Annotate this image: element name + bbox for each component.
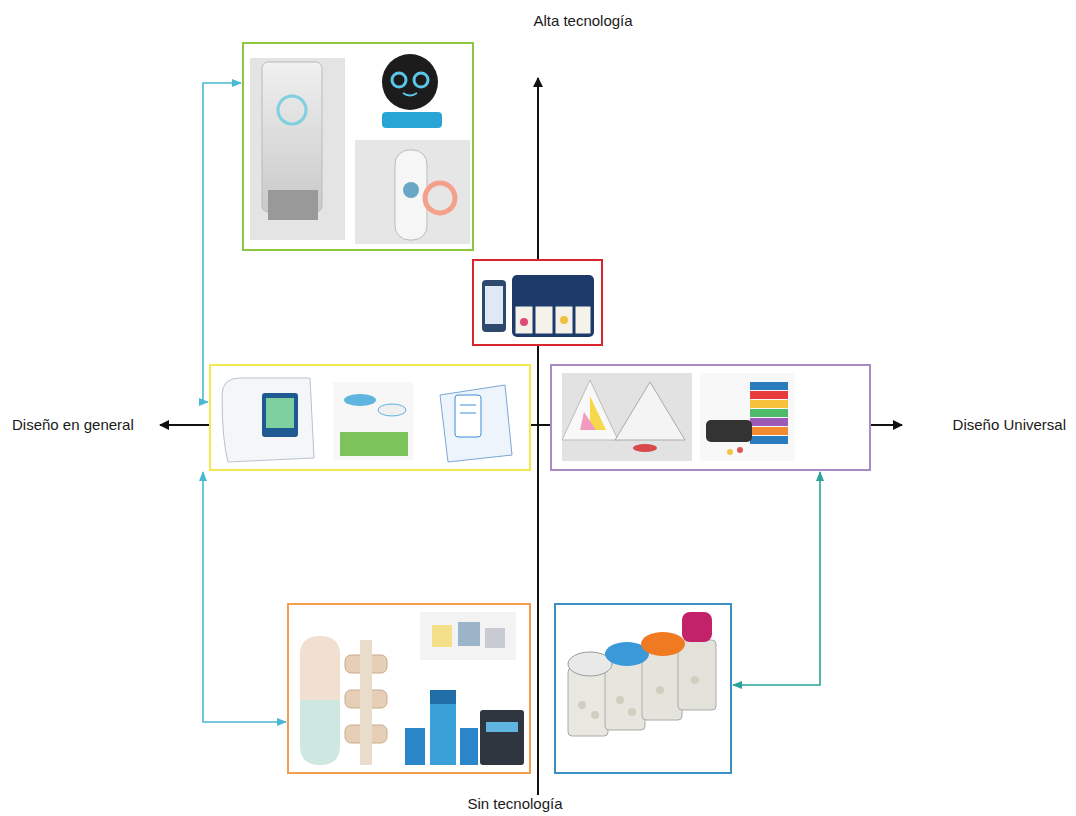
axis-label: Diseño en general: [10, 416, 136, 434]
axis-label: Sin tecnología: [465, 795, 564, 813]
axis-label: Diseño Universal: [951, 416, 1068, 434]
axis-label: Alta tecnología: [531, 12, 634, 30]
